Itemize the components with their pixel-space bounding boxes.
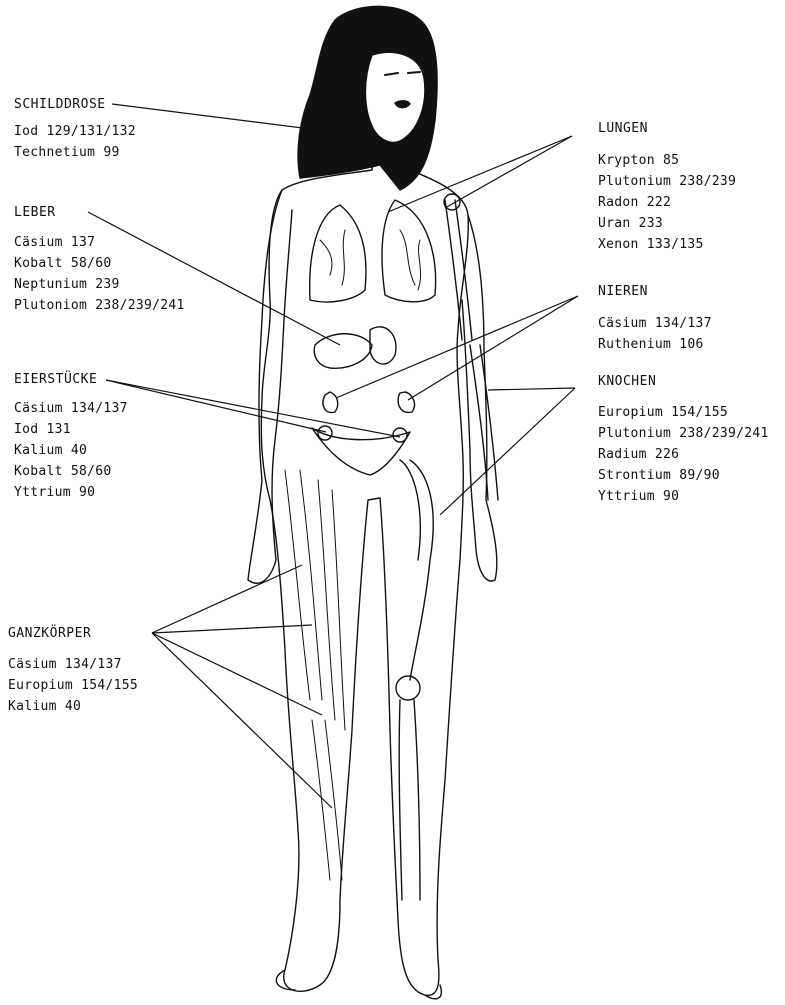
list-leber: Cäsium 137 Kobalt 58/60 Neptunium 239 Pl… [14,232,185,316]
list-item: Iod 131 [14,419,128,440]
list-knochen: Europium 154/155 Plutonium 238/239/241 R… [598,402,769,507]
leader-eierstoecke-2 [106,380,400,437]
label-nieren-title: NIEREN [598,284,648,299]
list-item: Kalium 40 [14,440,128,461]
list-item: Kobalt 58/60 [14,461,128,482]
list-item: Yttrium 90 [598,486,769,507]
list-schilddrose: Iod 129/131/132 Technetium 99 [14,121,136,163]
label-lungen-title: LUNGEN [598,121,648,136]
list-item: Yttrium 90 [14,482,128,503]
right-lung [382,200,436,302]
list-item: Kalium 40 [8,696,138,717]
list-item: Cäsium 134/137 [8,654,138,675]
list-item: Plutonium 238/239/241 [598,423,769,444]
kidney-left [323,392,338,413]
label-knochen-title: KNOCHEN [598,374,656,389]
left-lung [310,205,366,302]
leader-knochen-1 [488,388,575,390]
leader-lungen-2 [445,136,572,208]
list-item: Kobalt 58/60 [14,253,185,274]
list-item: Europium 154/155 [8,675,138,696]
list-item: Technetium 99 [14,142,136,163]
list-item: Plutonium 238/239 [598,171,736,192]
list-eierstoecke: Cäsium 134/137 Iod 131 Kalium 40 Kobalt … [14,398,128,503]
list-item: Xenon 133/135 [598,234,736,255]
list-item: Strontium 89/90 [598,465,769,486]
leader-ganzkoerper-2 [152,625,312,633]
list-nieren: Cäsium 134/137 Ruthenium 106 [598,313,712,355]
list-item: Cäsium 134/137 [14,398,128,419]
list-item: Iod 129/131/132 [14,121,136,142]
list-item: Europium 154/155 [598,402,769,423]
liver [314,334,372,369]
label-schilddrose-title: SCHILDDROSE [14,97,106,112]
list-item: Uran 233 [598,213,736,234]
label-ganzkoerper-title: GANZKÖRPER [8,626,91,641]
femur [410,460,433,680]
list-item: Ruthenium 106 [598,334,712,355]
pelvis [312,428,410,475]
label-leber-title: LEBER [14,205,56,220]
list-item: Radium 226 [598,444,769,465]
right-arm [462,215,497,581]
list-item: Cäsium 134/137 [598,313,712,334]
list-lungen: Krypton 85 Plutonium 238/239 Radon 222 U… [598,150,736,255]
list-item: Krypton 85 [598,150,736,171]
leader-ganzkoerper-1 [152,565,302,633]
list-item: Radon 222 [598,192,736,213]
leader-ganzkoerper-3 [152,633,322,715]
body-outline [261,170,468,995]
list-item: Neptunium 239 [14,274,185,295]
label-eierstoecke-title: EIERSTÜCKE [14,372,97,387]
kidney-right [398,392,414,412]
list-item: Cäsium 137 [14,232,185,253]
leg-muscles [285,470,345,880]
leader-nieren-2 [408,296,578,400]
list-ganzkoerper: Cäsium 134/137 Europium 154/155 Kalium 4… [8,654,138,717]
list-item: Plutoniom 238/239/241 [14,295,185,316]
leader-eierstoecke-1 [106,380,326,432]
